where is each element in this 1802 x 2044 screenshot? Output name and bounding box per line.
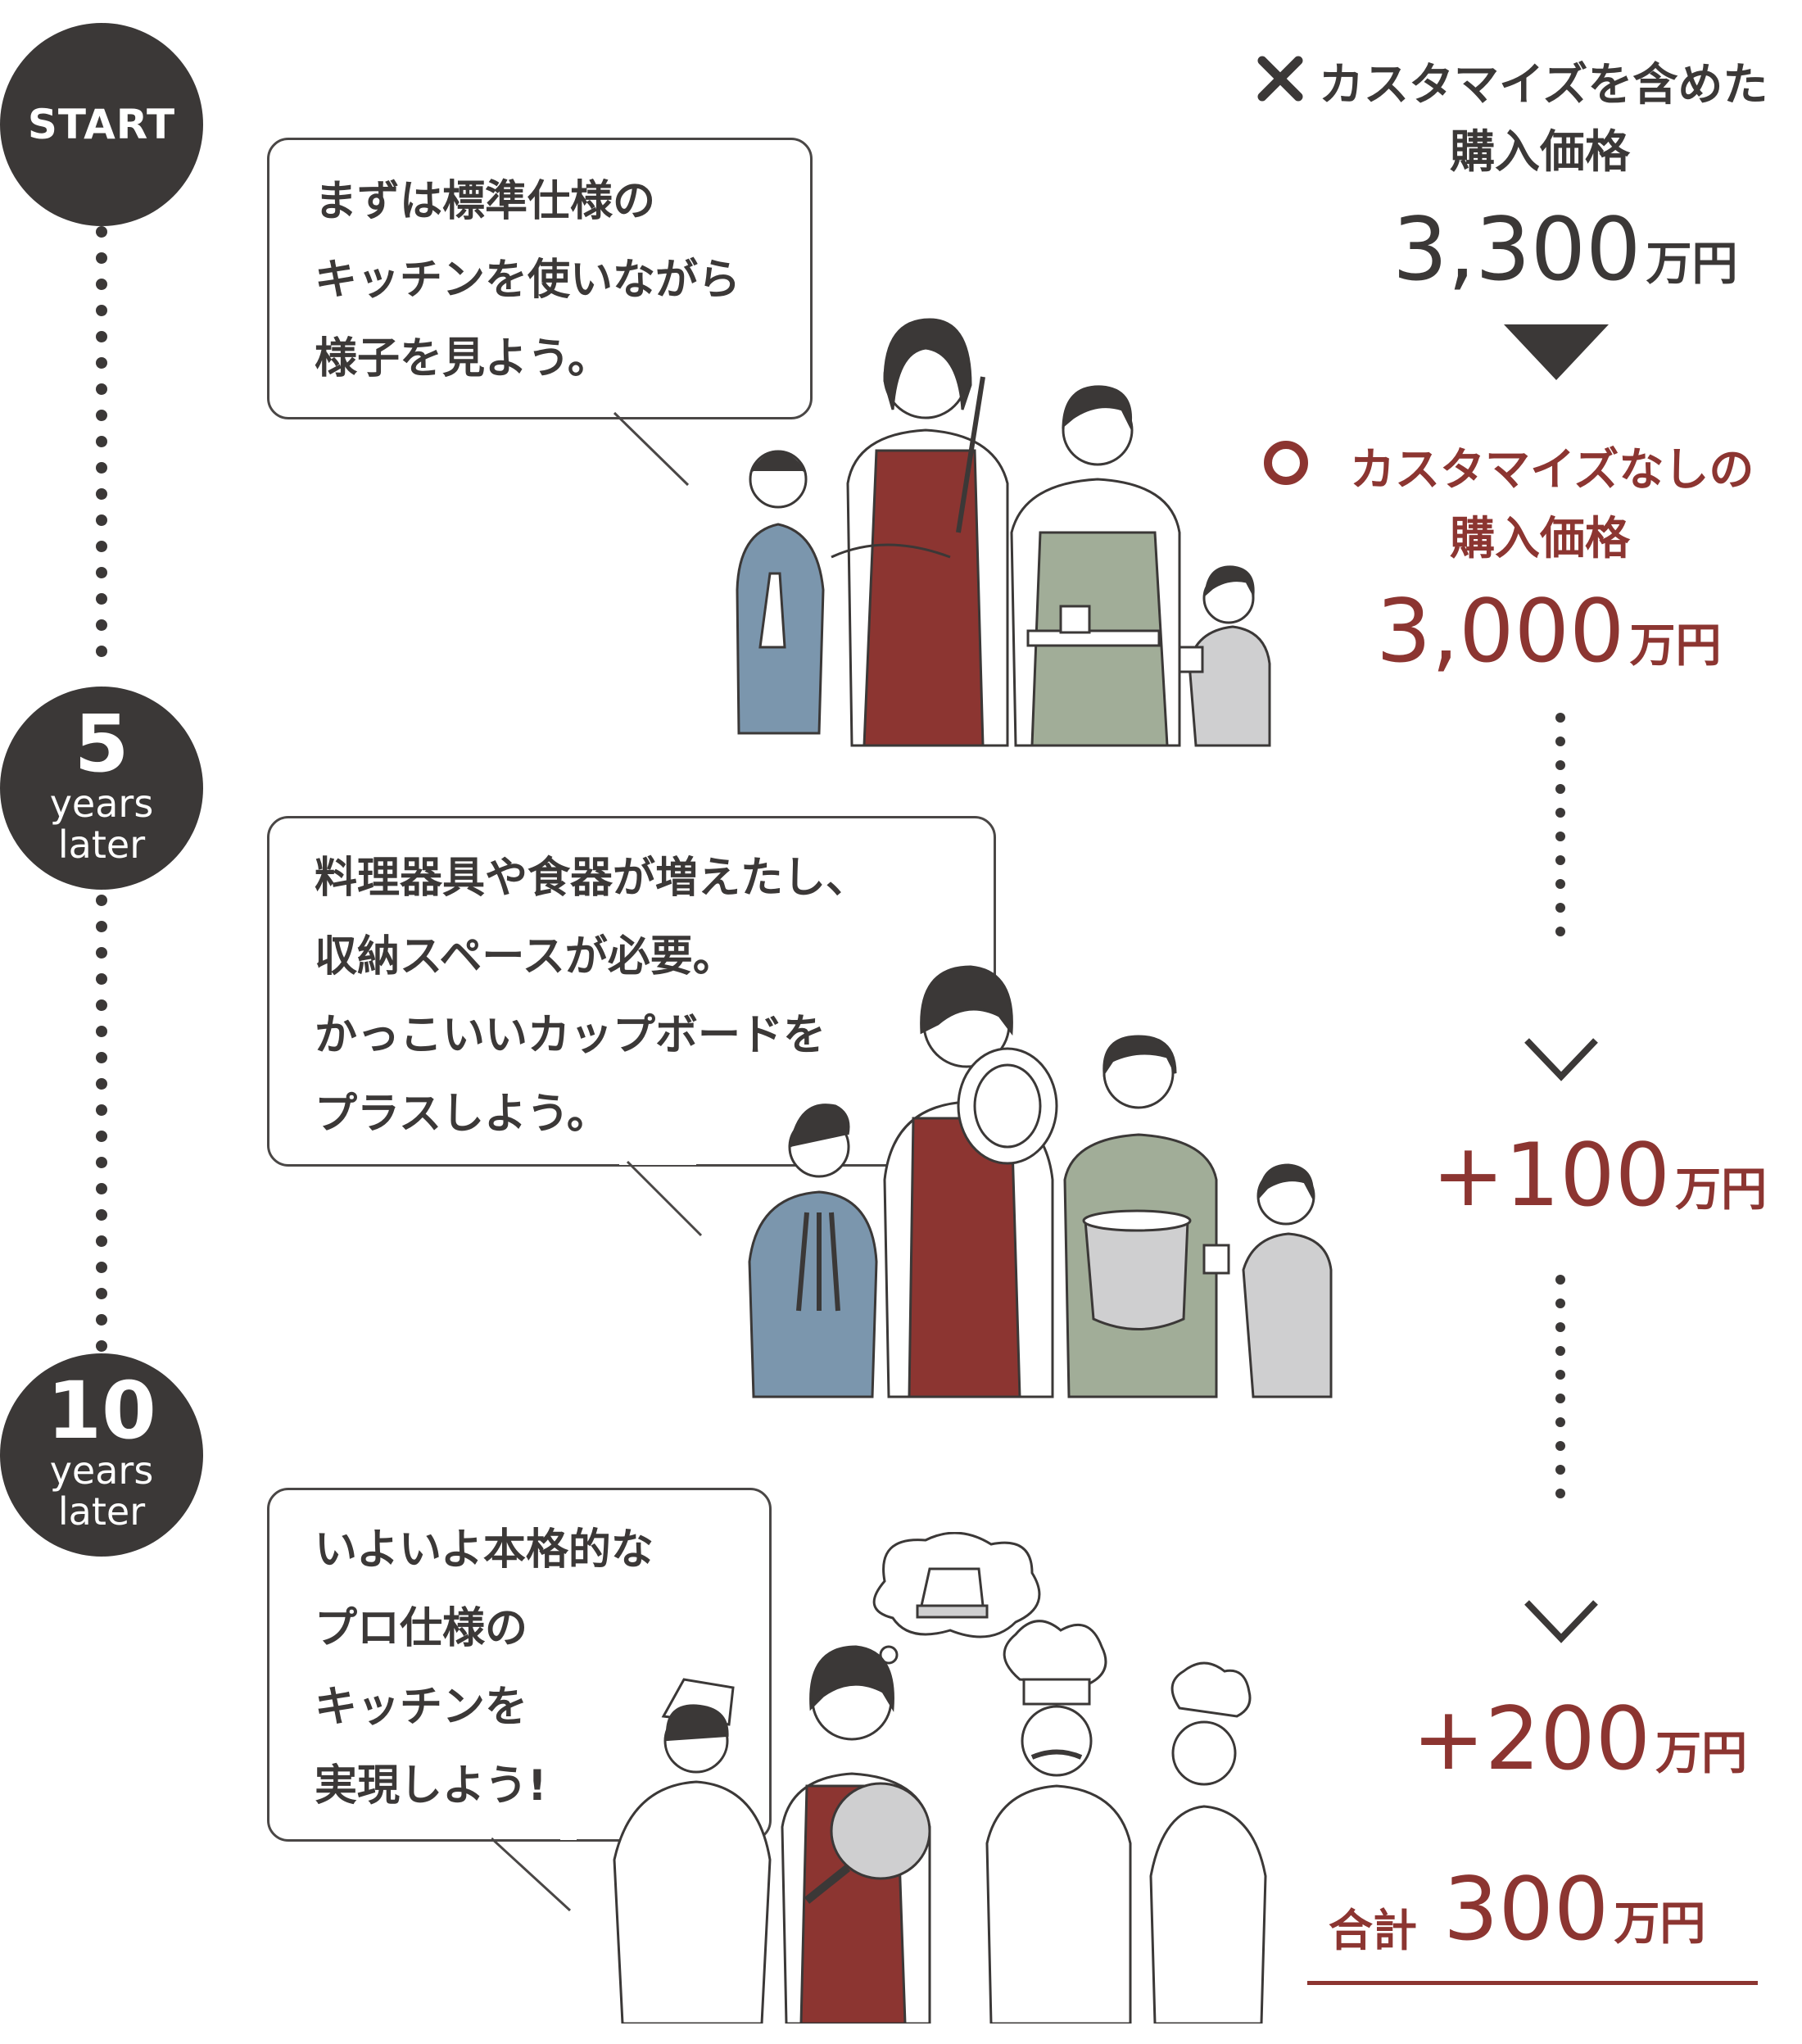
timeline-5-later: later [57, 823, 146, 867]
total-unit: 万円 [1614, 1897, 1706, 1951]
timeline-dots-1 [96, 226, 107, 672]
chevron-down-icon-1 [1524, 1038, 1598, 1081]
timeline-10-years-circle: 10 years later [0, 1353, 203, 1557]
with-custom-unit: 万円 [1646, 238, 1738, 291]
without-custom-unit: 万円 [1629, 619, 1722, 673]
speech-bubble-1-text: まずは標準仕様の キッチンを使いながら 様子を見よう。 [315, 177, 741, 383]
speech-bubble-1-tail [606, 410, 690, 487]
speech-bubble-2 [267, 816, 996, 1167]
circle-mark-icon [1264, 441, 1308, 485]
without-custom-amount: 3,000 [1376, 581, 1625, 682]
chefs-pro-kitchen-icon [613, 1532, 1267, 2024]
timeline-10-later: later [57, 1489, 146, 1534]
timeline-5-years: years [49, 782, 154, 826]
timeline-start-circle: START [0, 23, 203, 226]
add1-unit: 万円 [1675, 1163, 1768, 1217]
timeline-start-label: START [27, 101, 176, 148]
cross-mark-icon [1257, 56, 1303, 102]
total-underline [1307, 1981, 1758, 1985]
family-cooking-icon [736, 318, 1271, 747]
chevron-down-icon-2 [1524, 1600, 1598, 1643]
timeline-dots-2 [96, 895, 107, 1366]
with-custom-label-line2: 購入価格 [1450, 125, 1631, 178]
speech-bubble-3-tail [491, 1835, 577, 1912]
family-dishes-icon [748, 965, 1333, 1398]
down-triangle-icon [1504, 324, 1609, 380]
add2-unit: 万円 [1655, 1727, 1748, 1780]
speech-bubble-2-tail [619, 1160, 703, 1237]
timeline-5-number: 5 [74, 698, 129, 790]
speech-bubble-1 [267, 138, 813, 419]
total-label: 合計 [1329, 1905, 1417, 1956]
total-amount: 300 [1443, 1859, 1610, 1960]
price-dots-1 [1555, 713, 1567, 950]
with-custom-label-line1: カスタマイズを含めた [1319, 58, 1768, 111]
add2-amount: +200 [1412, 1688, 1651, 1789]
price-dots-2 [1555, 1275, 1567, 1512]
timeline-10-number: 10 [47, 1365, 156, 1457]
without-custom-label-line1: カスタマイズなしの [1350, 443, 1754, 496]
speech-bubble-3-text: いよいよ本格的な プロ仕様の キッチンを 実現しよう! [315, 1525, 654, 1811]
timeline-10-years: years [49, 1448, 154, 1493]
without-custom-label-line2: 購入価格 [1450, 512, 1631, 564]
with-custom-amount: 3,300 [1392, 199, 1641, 300]
add1-amount: +100 [1432, 1125, 1671, 1226]
speech-bubble-2-text: 料理器具や食器が増えたし、 収納スペースが必要。 かっこいいカップボードを プラ… [315, 854, 869, 1139]
timeline-5-years-circle: 5 years later [0, 687, 203, 890]
